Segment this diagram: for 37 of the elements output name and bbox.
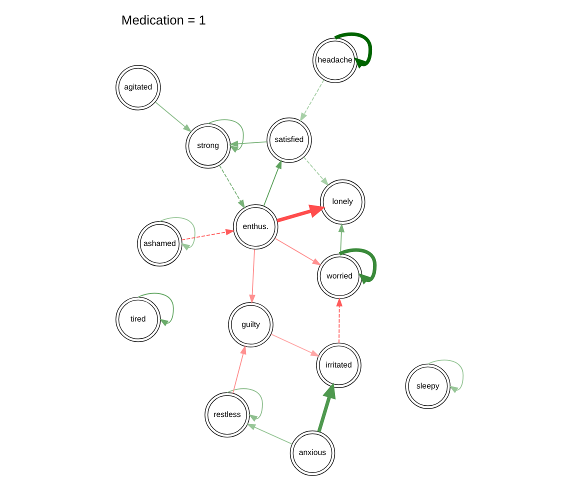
node-circle: lonely (320, 179, 366, 225)
arrow (303, 156, 329, 186)
arrow (208, 119, 244, 153)
arrow (226, 388, 263, 422)
node-circle: irritated (316, 342, 362, 388)
arrow (232, 345, 246, 394)
node-circle: ashamed (137, 221, 182, 266)
arrow (138, 292, 174, 326)
node-circle: agitated (116, 65, 161, 110)
arrow (317, 382, 336, 432)
node-circle: tired (116, 296, 161, 342)
arrow (249, 248, 256, 304)
node-circle: headache (312, 38, 358, 84)
arrow (229, 140, 268, 147)
arrow (336, 297, 342, 344)
arrow (276, 204, 326, 222)
node-circle: strong (185, 123, 231, 169)
node-circle: anxious (290, 430, 336, 476)
diagram-title: Medication = 1 (121, 12, 206, 28)
arrow (181, 229, 235, 240)
node-circle: enthus. (232, 204, 278, 250)
arrow (427, 360, 464, 394)
arrow (159, 217, 196, 251)
arrow (154, 102, 192, 132)
node-circle: satisfied (266, 118, 312, 163)
arrow (270, 334, 320, 357)
node-circle: guilty (228, 302, 274, 348)
arrow (274, 238, 322, 266)
node-circle: worried (316, 254, 362, 299)
arrow (300, 79, 324, 122)
arrow (263, 160, 282, 206)
node-circle: restless (204, 392, 250, 438)
arrow (334, 32, 372, 69)
arrow (246, 424, 293, 444)
node-circle: sleepy (405, 364, 451, 409)
arrow (219, 164, 246, 209)
arrow (338, 248, 377, 285)
